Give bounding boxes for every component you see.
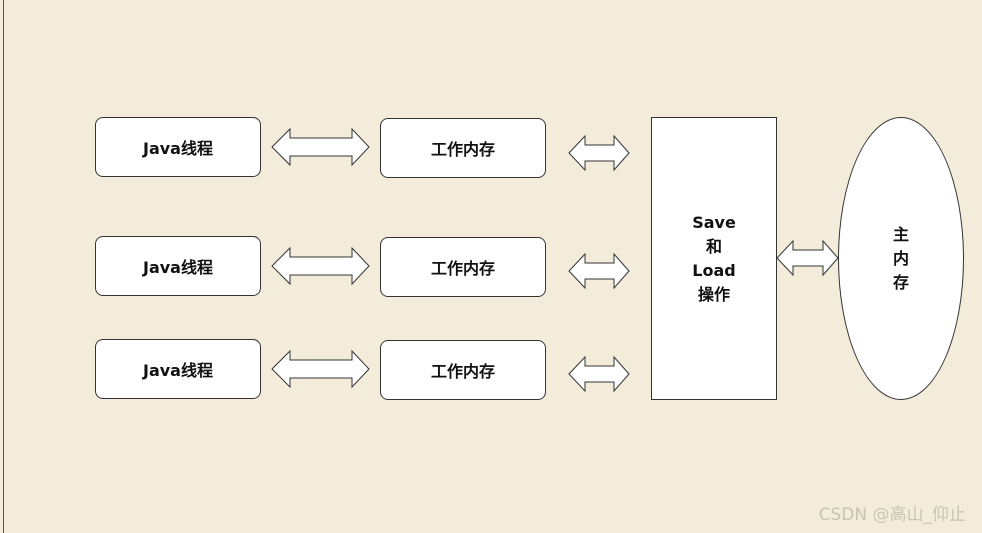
java-thread-label-3: Java线程	[143, 361, 213, 380]
main-memory-line-1: 主	[892, 224, 909, 244]
save-load-line-1: Save	[692, 212, 736, 232]
double-arrow-icon-memory-save-2	[568, 252, 630, 290]
main-memory-line-2: 内	[892, 248, 909, 268]
main-memory-line-3: 存	[892, 272, 909, 292]
java-thread-label-1: Java线程	[143, 139, 213, 158]
double-arrow-icon-memory-save-3	[568, 355, 630, 393]
working-memory-label-1: 工作内存	[430, 140, 495, 159]
java-thread-box-2: Java线程	[95, 236, 261, 296]
main-memory-ellipse: 主 内 存	[838, 117, 964, 400]
watermark: CSDN @高山_仰止	[818, 505, 966, 525]
working-memory-label-2: 工作内存	[430, 259, 495, 278]
java-thread-box-3: Java线程	[95, 339, 261, 399]
save-load-line-4: 操作	[697, 284, 730, 304]
working-memory-box-3: 工作内存	[380, 340, 546, 400]
java-thread-box-1: Java线程	[95, 117, 261, 177]
double-arrow-icon-thread-memory-1	[271, 127, 370, 167]
double-arrow-icon-memory-save-1	[568, 134, 630, 172]
working-memory-box-2: 工作内存	[380, 237, 546, 297]
save-load-line-3: Load	[692, 260, 736, 280]
java-thread-label-2: Java线程	[143, 258, 213, 277]
save-load-line-2: 和	[705, 236, 722, 256]
double-arrow-icon-thread-memory-2	[271, 246, 370, 286]
double-arrow-icon-thread-memory-3	[271, 349, 370, 389]
working-memory-label-3: 工作内存	[430, 362, 495, 381]
save-load-box: Save 和 Load 操作	[651, 117, 777, 400]
frame-left-border	[3, 0, 4, 533]
working-memory-box-1: 工作内存	[380, 118, 546, 178]
double-arrow-icon-save-main	[776, 239, 839, 277]
